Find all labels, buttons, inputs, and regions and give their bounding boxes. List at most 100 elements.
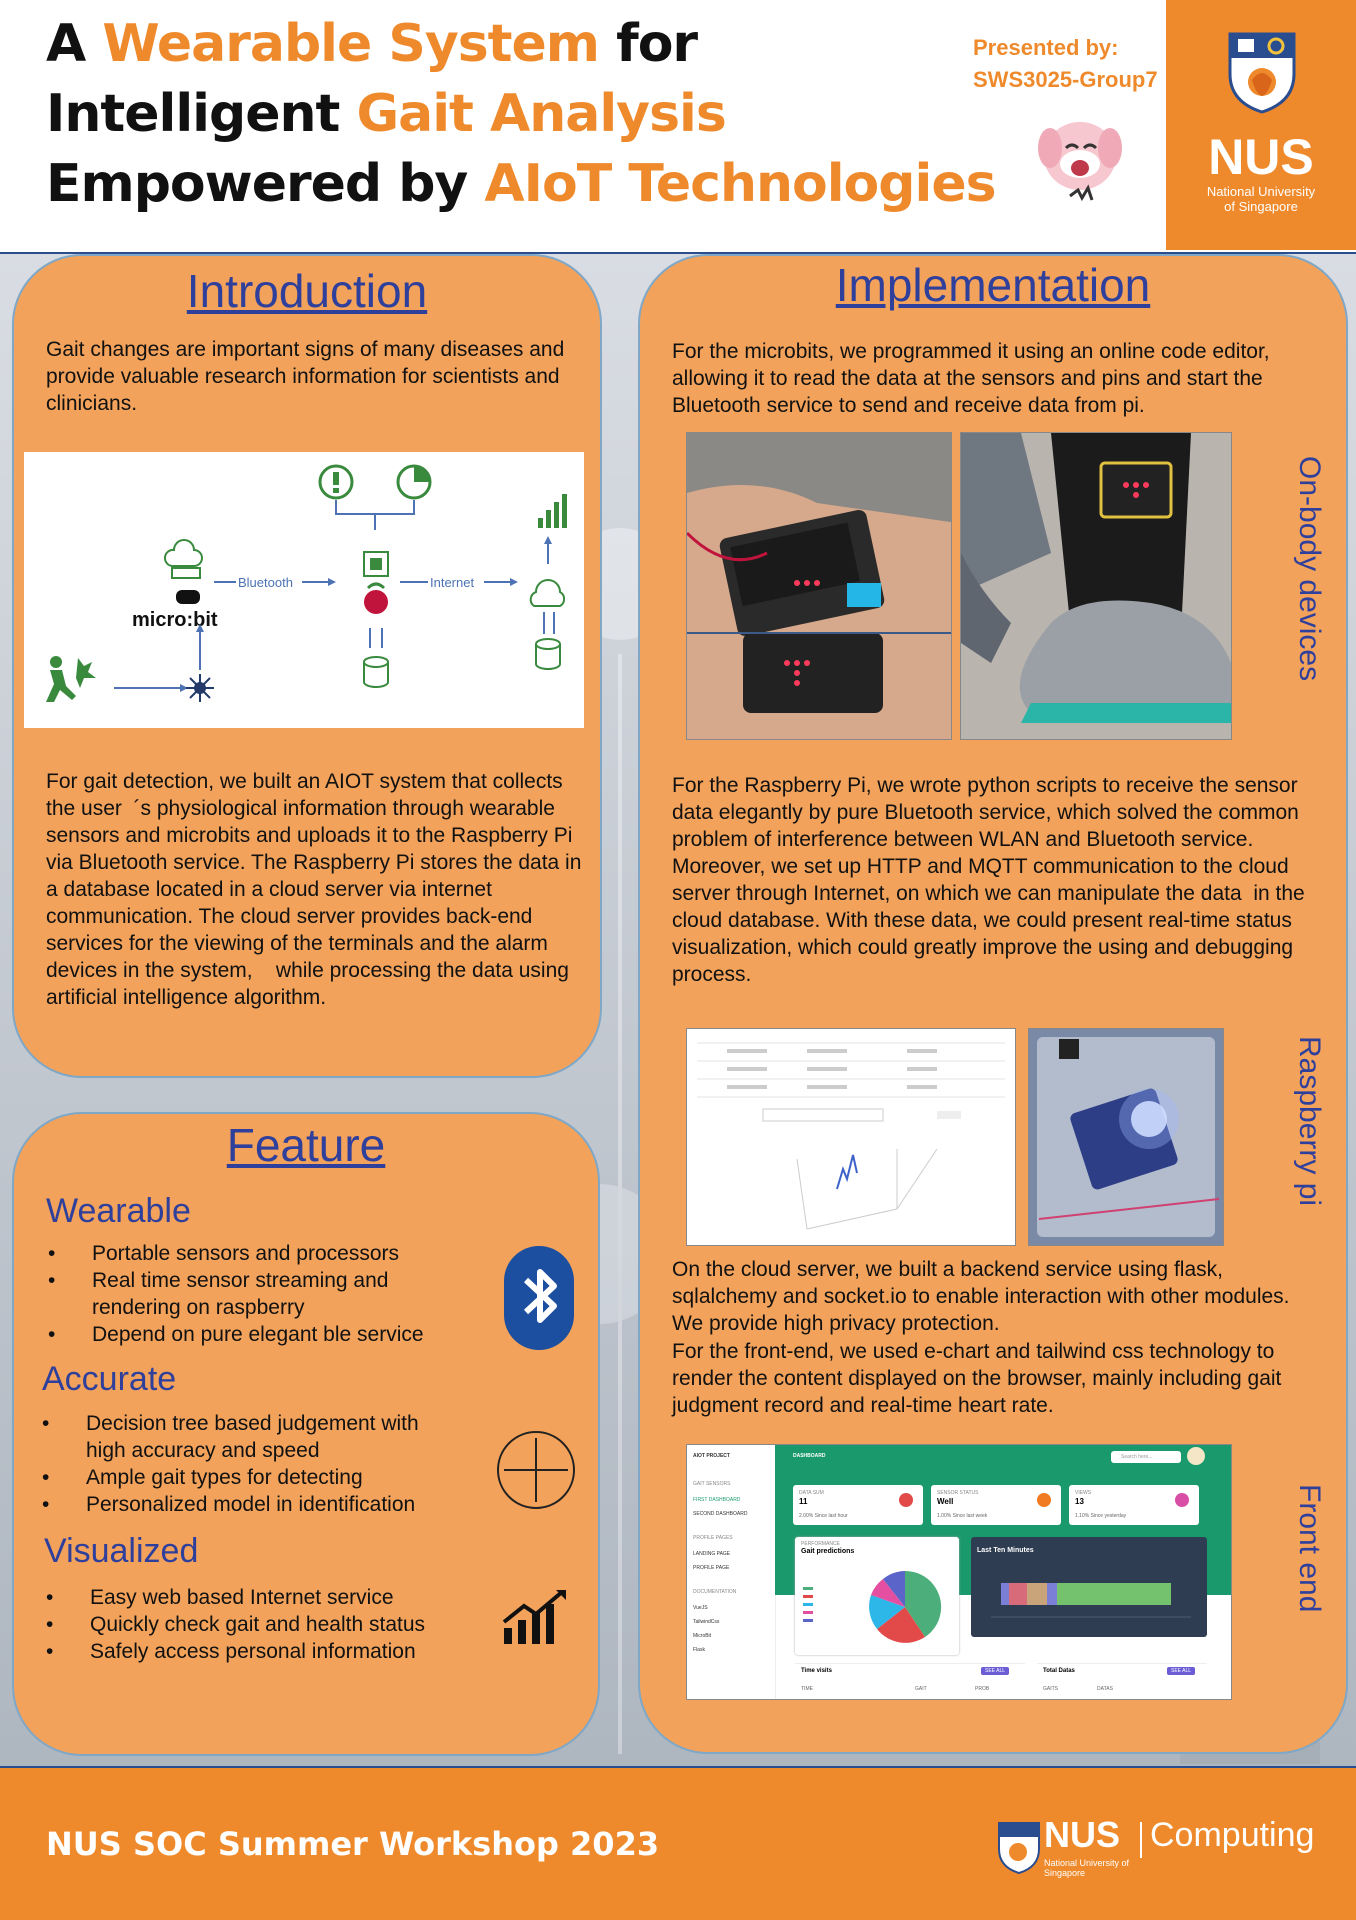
nav-microbit[interactable]: MicroBit — [693, 1633, 712, 1639]
nav-first-dashboard[interactable]: FIRST DASHBOARD — [693, 1497, 741, 1503]
title-line-2: Intelligent Gait Analysis — [46, 84, 727, 144]
sensor-hub-icon — [186, 674, 214, 702]
list-item: Personalized model in identification — [42, 1491, 462, 1518]
header-divider — [0, 252, 1356, 254]
implementation-panel: Implementation For the microbits, we pro… — [638, 254, 1348, 1754]
nav-flask[interactable]: Flask — [693, 1647, 705, 1653]
crosshair-icon — [497, 1431, 575, 1509]
footer-workshop-text: NUS SOC Summer Workshop 2023 — [46, 1825, 660, 1863]
group-name: SWS3025-Group7 — [973, 67, 1158, 92]
introduction-panel: Introduction Gait changes are important … — [12, 254, 602, 1078]
stat-card-views: VIEWS 13 1.10% Since yesterday — [1069, 1485, 1199, 1525]
internet-label: Internet — [430, 575, 474, 590]
stat-card-sensor-status: SENSOR STATUS Well 1.00% Since last week — [931, 1485, 1061, 1525]
total-datas-table: Total Datas SEE ALL GAITS DATAS — [1037, 1663, 1207, 1699]
chip-icon — [363, 551, 389, 577]
server-icon — [163, 539, 203, 579]
timeline-bar-chart — [991, 1583, 1191, 1618]
feature-heading: Feature — [226, 1119, 386, 1171]
walking-person-icon — [46, 656, 96, 702]
gait-pie-chart — [803, 1570, 942, 1643]
mascot-icon — [1038, 122, 1122, 202]
bar-chart-icon — [538, 494, 567, 528]
implementation-paragraph-3: On the cloud server, we built a backend … — [672, 1258, 1290, 1335]
presented-by-label: Presented by: — [973, 35, 1119, 60]
nav-landing-page[interactable]: LANDING PAGE — [693, 1551, 731, 1557]
nav-second-dashboard[interactable]: SECOND DASHBOARD — [693, 1511, 748, 1517]
list-item: Easy web based Internet service — [46, 1584, 466, 1611]
nav-section-label: GAIT SENSORS — [693, 1481, 731, 1487]
microbit-label: micro:bit — [132, 609, 218, 631]
time-visits-table: Time visits SEE ALL TIME GAIT PROB — [795, 1663, 1025, 1699]
introduction-paragraph-2: For gait detection, we built an AIOT sys… — [46, 770, 582, 1009]
local-database-icon — [363, 656, 389, 688]
list-item: Safely access personal information — [46, 1638, 466, 1665]
footer-nus-logo-text: NUS — [1044, 1814, 1121, 1855]
last-ten-minutes-card: Last Ten Minutes — [971, 1537, 1207, 1637]
nav-tailwindcss[interactable]: TailwindCss — [693, 1619, 720, 1625]
title-line-3: Empowered by AIoT Technologies — [46, 154, 997, 214]
list-item: Ample gait types for detecting — [42, 1464, 462, 1491]
ankle-device-photo — [960, 432, 1232, 740]
footer-divider — [0, 1766, 1356, 1768]
see-all-button[interactable]: SEE ALL — [1167, 1667, 1196, 1675]
see-all-button[interactable]: SEE ALL — [981, 1667, 1010, 1675]
nav-section-label: PROFILE PAGES — [693, 1535, 733, 1541]
gait-predictions-card: PERFORMANCE Gait predictions — [795, 1537, 959, 1655]
feature-title-wearable: Wearable — [46, 1192, 191, 1230]
microbit-chip-icon — [176, 590, 200, 604]
introduction-heading: Introduction — [186, 265, 428, 317]
dashboard-search-input[interactable]: Search here... — [1111, 1451, 1181, 1463]
footer-logo-subtitle: National University of Singapore — [1044, 1858, 1130, 1878]
growth-chart-icon — [502, 1590, 566, 1644]
feature-list-wearable: Portable sensors and processors Real tim… — [48, 1240, 448, 1348]
feature-title-visualized: Visualized — [44, 1532, 199, 1570]
dashboard-sidebar: AIOT PROJECT GAIT SENSORS FIRST DASHBOAR… — [687, 1445, 776, 1699]
list-item: Decision tree based judgement with high … — [42, 1410, 462, 1464]
front-end-label: Front end — [1293, 1484, 1326, 1613]
nav-vuejs[interactable]: VueJS — [693, 1605, 708, 1611]
raspberry-icon — [364, 590, 388, 614]
bluetooth-label: Bluetooth — [238, 575, 293, 590]
implementation-paragraph-4: For the front-end, we used e-chart and t… — [672, 1340, 1282, 1417]
list-item: Quickly check gait and health status — [46, 1611, 466, 1638]
raspberry-web-ui-screenshot — [686, 1028, 1016, 1246]
implementation-paragraph-2: For the Raspberry Pi, we wrote python sc… — [672, 774, 1305, 986]
poster-header: A Wearable System for Intelligent Gait A… — [0, 0, 1356, 253]
title-line-1: A Wearable System for — [46, 14, 698, 74]
nav-profile-page[interactable]: PROFILE PAGE — [693, 1565, 730, 1571]
implementation-paragraph-1: For the microbits, we programmed it usin… — [672, 340, 1270, 417]
feature-list-visualized: Easy web based Internet service Quickly … — [46, 1584, 466, 1665]
feature-title-accurate: Accurate — [42, 1360, 177, 1398]
nus-crest-small-icon — [998, 1822, 1040, 1874]
list-item: Portable sensors and processors — [48, 1240, 448, 1267]
raspberry-pi-label: Raspberry pi — [1293, 1036, 1326, 1207]
footer-logo-divider — [1140, 1822, 1142, 1858]
frontend-dashboard-screenshot: AIOT PROJECT GAIT SENSORS FIRST DASHBOAR… — [686, 1444, 1232, 1700]
introduction-paragraph-1: Gait changes are important signs of many… — [46, 338, 565, 415]
wrist-device-photo — [686, 432, 952, 740]
presenter-block: Presented by: SWS3025-Group7 — [973, 32, 1158, 96]
dashboard-title: DASHBOARD — [793, 1453, 826, 1459]
system-diagram: micro:bit Bluetooth Internet — [24, 452, 584, 728]
cloud-icon — [529, 579, 566, 607]
nus-logo-text: NUS — [1208, 129, 1314, 185]
pie-legend — [803, 1587, 813, 1622]
implementation-heading: Implementation — [835, 259, 1151, 311]
list-item: Depend on pure elegant ble service — [48, 1321, 448, 1348]
stat-card-data-sum: DATA SUM 11 2.00% Since last hour — [793, 1485, 923, 1525]
bluetooth-icon — [504, 1246, 574, 1350]
footer-computing-text: Computing — [1150, 1816, 1315, 1854]
breadboard-photo — [1028, 1028, 1224, 1246]
nus-crest-icon — [1228, 32, 1296, 114]
cloud-database-icon — [535, 638, 561, 670]
health-alert-icon — [318, 464, 354, 500]
poster-footer: NUS Computing National University of Sin… — [0, 1768, 1356, 1920]
on-body-devices-label: On-body devices — [1293, 456, 1326, 682]
feature-list-accurate: Decision tree based judgement with high … — [42, 1410, 462, 1518]
list-item: Real time sensor streaming and rendering… — [48, 1267, 448, 1321]
avatar[interactable] — [1187, 1447, 1205, 1465]
nav-section-label: DOCUMENTATION — [693, 1589, 737, 1595]
